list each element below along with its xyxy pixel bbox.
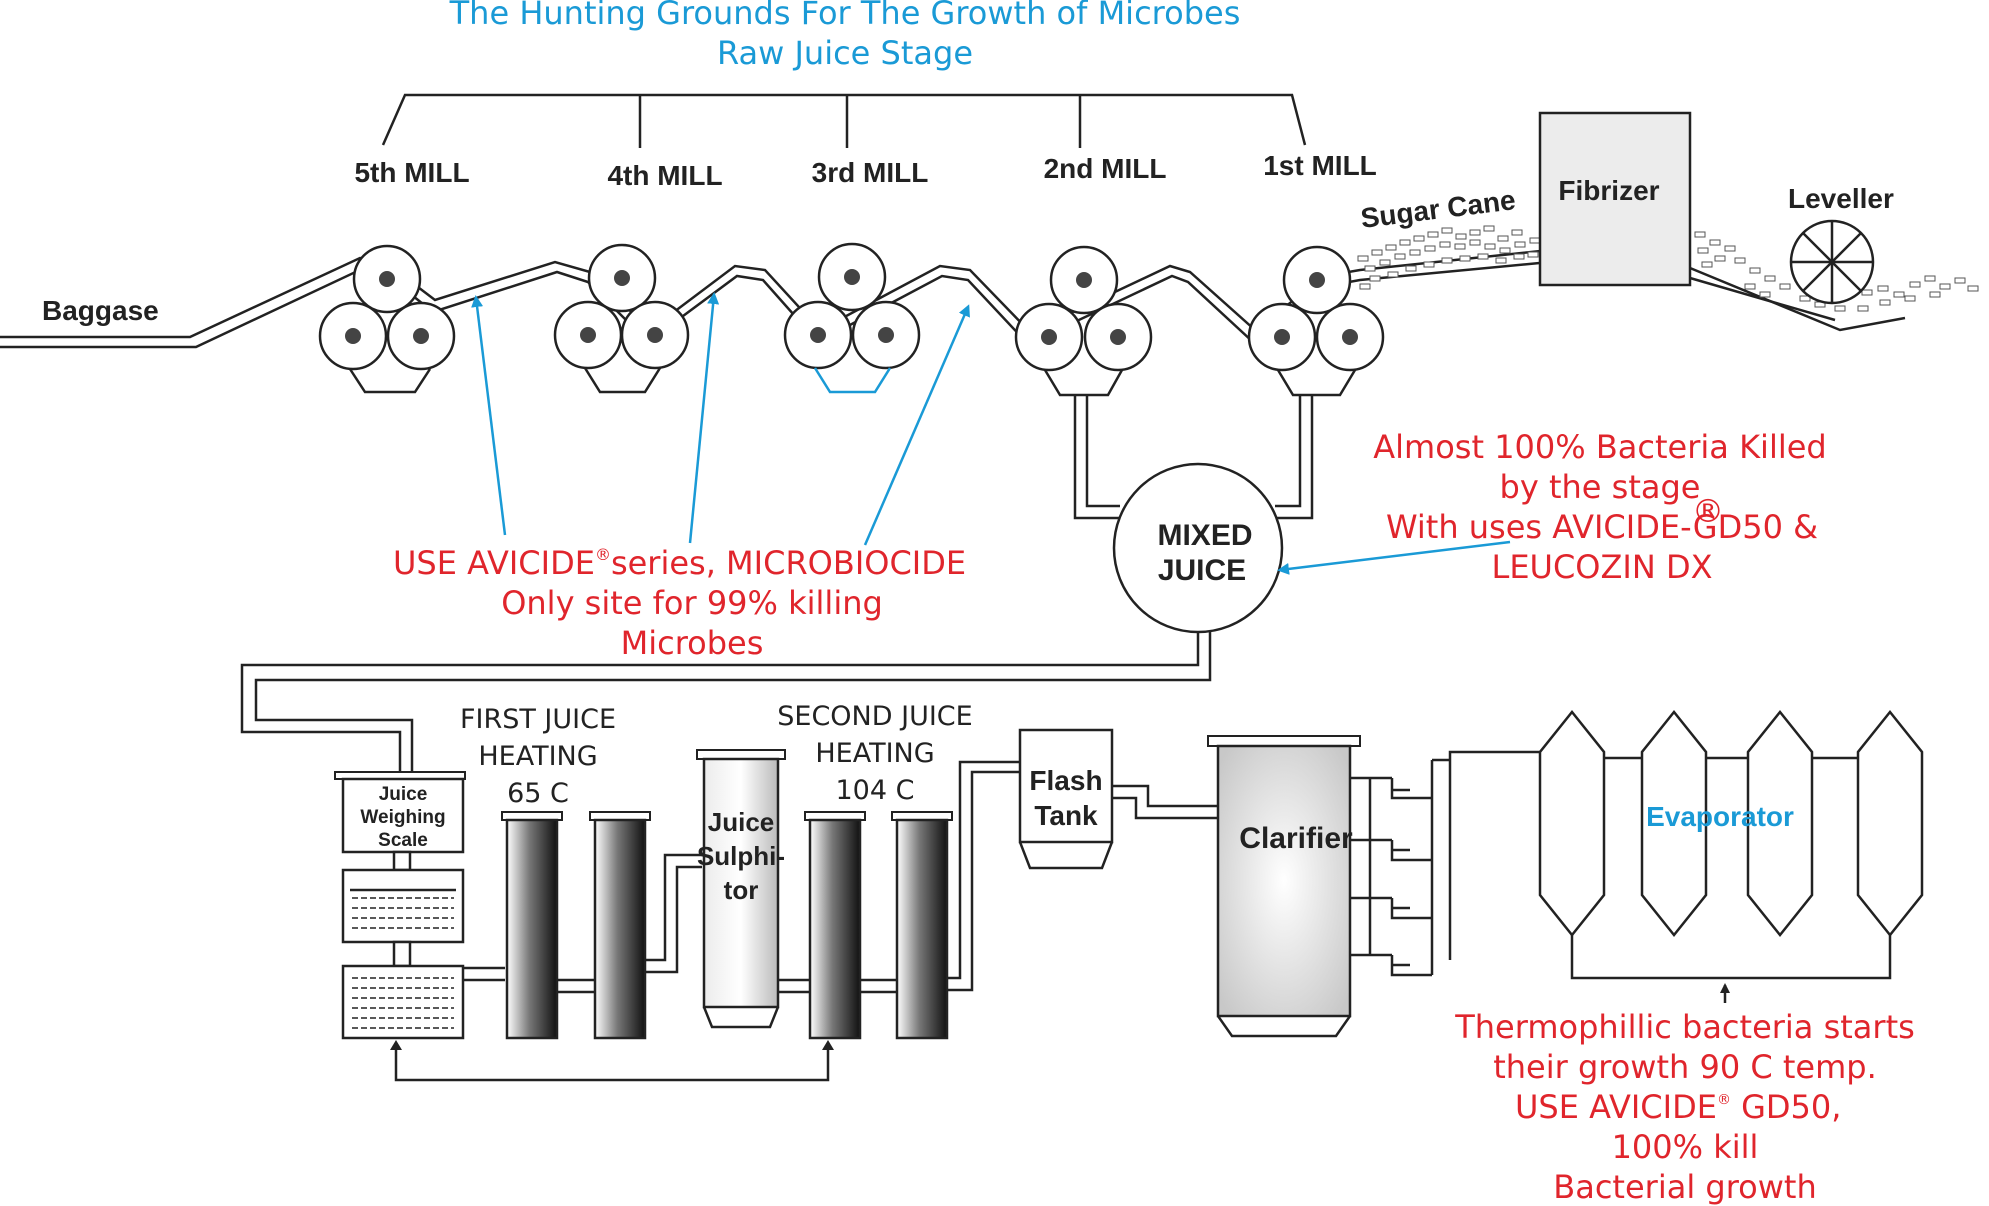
heater-to-sulphitor-pipe: [645, 853, 702, 974]
leveller-chips: [1694, 231, 1979, 312]
heater-link-pipe-2: [860, 978, 897, 994]
first-heating-label-3: 65 C: [507, 778, 569, 809]
mixed-juice-to-weighing-pipe: [240, 632, 1212, 772]
thermo-note-line3b: GD50,: [1731, 1088, 1842, 1126]
thermo-note-line2: their growth 90 C temp.: [1493, 1048, 1877, 1086]
thermo-note-line1: Thermophillic bacteria starts: [1454, 1008, 1915, 1046]
juice-weighing-label-2: Weighing: [360, 807, 445, 828]
juice-weighing-scale: Juice Weighing Scale: [334, 771, 466, 1040]
sulphitor-label-1: Juice: [708, 807, 775, 837]
svg-text:USE AVICIDE®series, MICROBIOCI: USE AVICIDE®series, MICROBIOCIDE: [393, 544, 966, 582]
arrow-to-5th-mill: [471, 295, 507, 536]
juice-weighing-label-3: Scale: [378, 830, 428, 851]
bacteria-killed-note: Almost 100% Bacteria Killed by the stage…: [1373, 428, 1826, 586]
baggase-label: Baggase: [42, 295, 159, 326]
sulphitor-label-3: tor: [724, 875, 759, 905]
arrow-to-mixed-juice: [1277, 540, 1511, 575]
thermo-note-line5: Bacterial growth: [1553, 1168, 1816, 1206]
mill-bracket: [381, 93, 1307, 148]
heater-to-flash-tank-pipe: [947, 760, 1020, 992]
first-juice-heater-1: [501, 811, 563, 1040]
first-juice-heater-2: [589, 811, 651, 1040]
leveller-wheel: [1789, 219, 1875, 305]
mill-4th: [553, 243, 690, 394]
thermo-note-line3a: USE AVICIDE: [1515, 1088, 1717, 1126]
mill-to-mixed-juice-pipes: [1073, 395, 1314, 520]
fibrizer-label: Fibrizer: [1558, 175, 1659, 206]
weighing-to-heater-pipe: [463, 966, 505, 982]
mill-label-4th: 4th MILL: [607, 160, 722, 191]
bacteria-note-line4: LEUCOZIN DX: [1491, 548, 1712, 586]
diagram-subtitle: Raw Juice Stage: [717, 34, 973, 72]
first-heating-label-1: FIRST JUICE: [460, 704, 616, 735]
bacteria-note-line1: Almost 100% Bacteria Killed: [1373, 428, 1826, 466]
registered-mark-3: ®: [1717, 1092, 1731, 1108]
mill-label-1st: 1st MILL: [1263, 150, 1377, 181]
arrow-to-4th-mill: [688, 292, 720, 544]
flash-tank: Flash Tank: [1018, 728, 1114, 870]
heater-link-pipe-1: [557, 978, 595, 994]
clarifier: Clarifier: [1207, 735, 1361, 1038]
evaporator-bank: Evaporator: [1538, 709, 1924, 1003]
mill-3rd: [783, 242, 921, 394]
clarifier-outlet-manifold: [1350, 750, 1540, 977]
second-heating-label-2: HEATING: [815, 738, 934, 769]
flash-tank-label-1: Flash: [1029, 765, 1102, 796]
first-heating-label-2: HEATING: [478, 741, 597, 772]
bacteria-note-line2: by the stage: [1500, 468, 1701, 506]
juice-sulphitor: Juice Sulphi- tor: [696, 749, 786, 1029]
mill-label-3rd: 3rd MILL: [812, 157, 929, 188]
arrow-to-3rd-mill: [863, 304, 970, 546]
second-heating-label-3: 104 C: [836, 775, 915, 806]
registered-mark-2: ®: [1692, 492, 1724, 530]
clarifier-label: Clarifier: [1239, 822, 1353, 855]
mixed-juice-label-2: JUICE: [1158, 554, 1246, 587]
thermo-note-line4: 100% kill: [1612, 1128, 1759, 1166]
evaporator-label: Evaporator: [1646, 801, 1794, 832]
avicide-note: USE AVICIDE®series, MICROBIOCIDE Only si…: [393, 544, 966, 662]
juice-weighing-label-1: Juice: [379, 784, 428, 805]
mixed-juice-label-1: MIXED: [1157, 519, 1252, 552]
mill-1st: [1247, 245, 1385, 397]
sulphitor-to-heater-pipe: [778, 978, 812, 994]
second-heating-label-1: SECOND JUICE: [777, 701, 972, 732]
diagram-title: The Hunting Grounds For The Growth of Mi…: [449, 0, 1241, 32]
avicide-note-line3: Microbes: [621, 624, 764, 662]
avicide-note-line2: Only site for 99% killing: [501, 584, 883, 622]
second-juice-heater-1: [804, 811, 866, 1040]
sulphitor-label-2: Sulphi-: [697, 841, 785, 871]
avicide-note-line1a: USE AVICIDE: [393, 544, 595, 582]
bacteria-note-line3: With uses AVICIDE-GD50 &: [1386, 508, 1818, 546]
fibrizer: Fibrizer: [1538, 111, 1692, 287]
mill-5th: [318, 244, 456, 394]
mill-label-5th: 5th MILL: [354, 157, 469, 188]
heater-return-loop: [390, 1040, 834, 1082]
avicide-note-line1b: series, MICROBIOCIDE: [611, 544, 966, 582]
registered-mark: ®: [595, 545, 611, 564]
mixed-juice-tank: MIXED JUICE: [1112, 462, 1284, 634]
flash-to-clarifier-pipe: [1112, 784, 1218, 820]
thermophillic-note: Thermophillic bacteria starts their grow…: [1454, 1008, 1915, 1206]
flash-tank-label-2: Tank: [1034, 800, 1098, 831]
svg-text:USE AVICIDE® GD50,: USE AVICIDE® GD50,: [1515, 1088, 1841, 1126]
mill-2nd: [1014, 245, 1153, 397]
sugar-cane-chips: [1357, 225, 1551, 290]
mill-label-2nd: 2nd MILL: [1044, 153, 1167, 184]
leveller-label: Leveller: [1788, 183, 1894, 214]
second-juice-heater-2: [891, 811, 953, 1040]
